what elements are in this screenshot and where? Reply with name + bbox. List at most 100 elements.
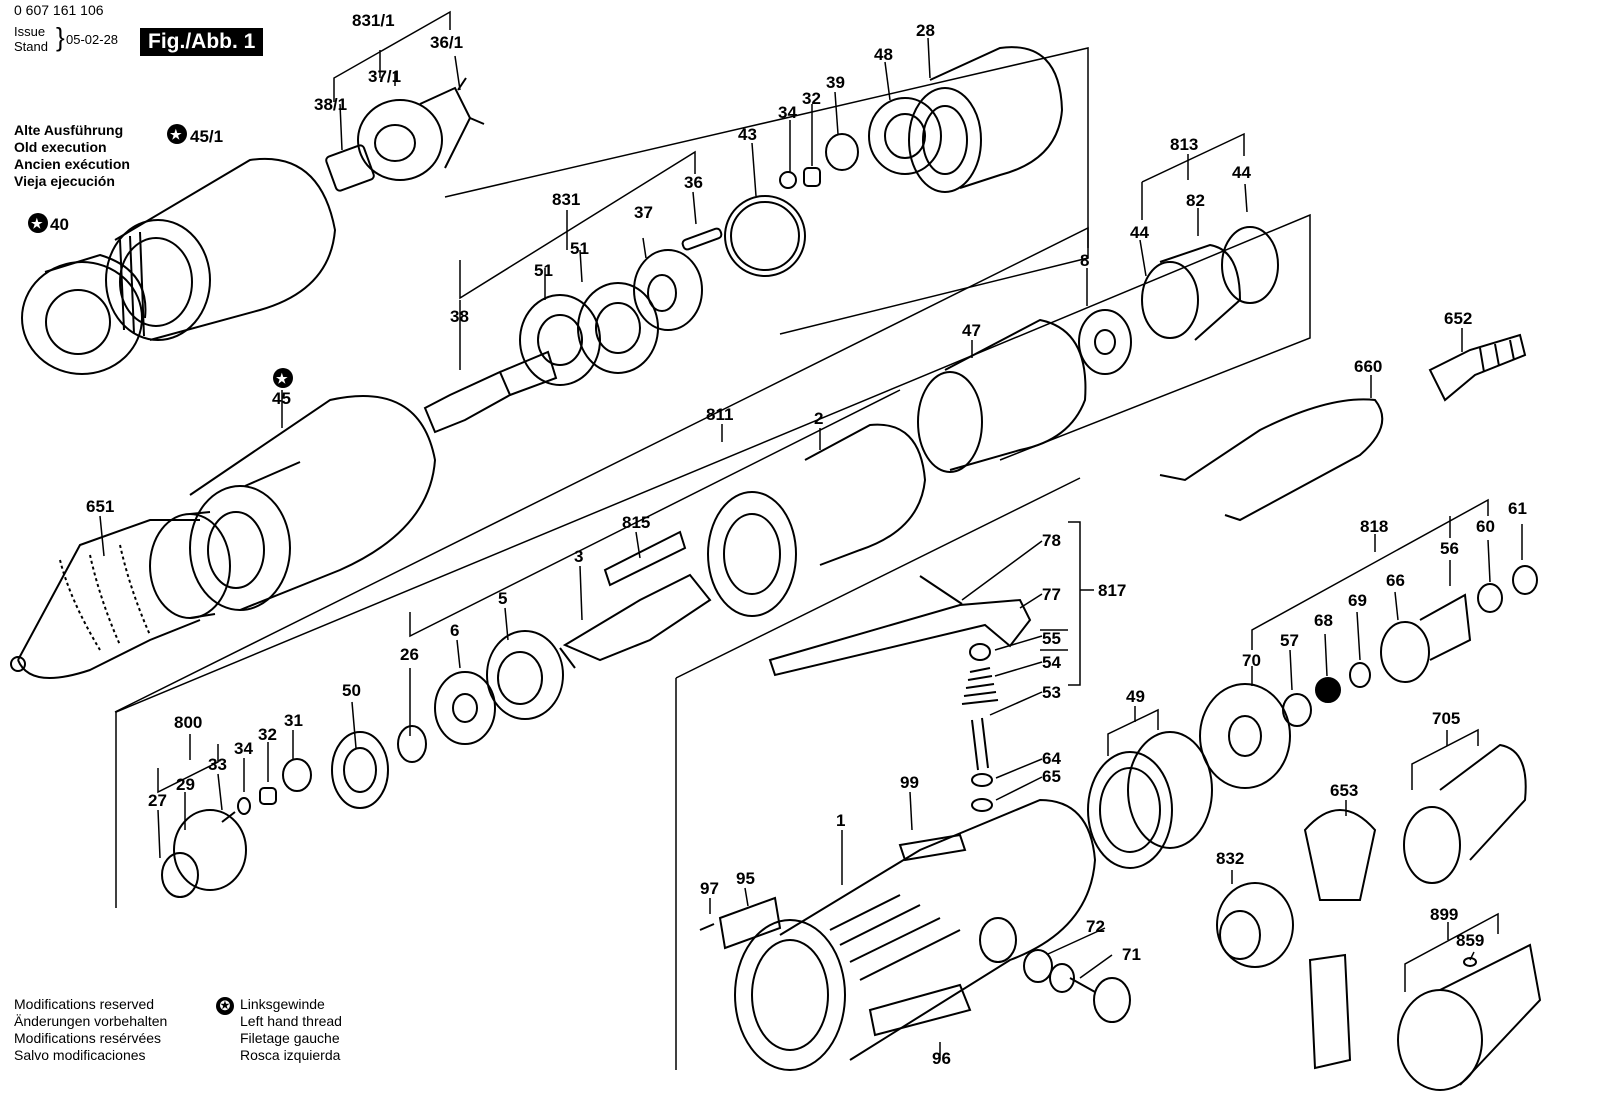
main-housing [734, 798, 1097, 1071]
stand-label: Stand [14, 39, 48, 54]
part-label: 68 [1314, 611, 1333, 630]
part-label: 56 [1440, 539, 1459, 558]
gear-planet-group-top [724, 46, 1064, 277]
old-execution-fr: Ancien exécution [14, 156, 130, 172]
part-label: 51 [570, 239, 589, 258]
star-circle-icon: ★ [273, 368, 293, 388]
part-label: 26 [400, 645, 419, 664]
old-execution-de: Alte Ausführung [14, 122, 124, 138]
part-label: 859 [1456, 931, 1484, 950]
part-label: 5 [498, 589, 507, 608]
part-label: 817 [1098, 581, 1126, 600]
planet-carrier-group [161, 731, 389, 898]
part-label: 65 [1042, 767, 1061, 786]
front-bearing-group [397, 630, 564, 763]
motor-group [707, 318, 1087, 617]
part-label: 27 [148, 791, 167, 810]
part-label: 37/1 [368, 67, 401, 86]
part-label: 32 [258, 725, 277, 744]
part-number-labels: 831/1 36/1 37/1 38/1 45/1 40 28 48 39 32… [50, 11, 1527, 1068]
modifications-fr: Modifications resérvées [14, 1030, 162, 1046]
chuck [10, 511, 231, 679]
part-label: 60 [1476, 517, 1495, 536]
part-label: 64 [1042, 749, 1061, 768]
nameplate-and-plug [699, 896, 1131, 1023]
modifications-en: Modifications reserved [14, 996, 155, 1012]
part-label: 77 [1042, 585, 1061, 604]
part-label: 55 [1042, 629, 1061, 648]
figure-label: Fig./Abb. 1 [140, 28, 264, 56]
part-label: 2 [814, 409, 823, 428]
part-label: 815 [622, 513, 650, 532]
part-label: 651 [86, 497, 114, 516]
frame-outline-top [444, 47, 1089, 335]
left-hand-thread-en: Left hand thread [240, 1013, 342, 1029]
part-label: 61 [1508, 499, 1527, 518]
part-label: 28 [916, 21, 935, 40]
part-label: 36/1 [430, 33, 463, 52]
part-label: 36 [684, 173, 703, 192]
svg-text:★: ★ [276, 371, 288, 386]
part-label: 57 [1280, 631, 1299, 650]
issue-stand-label: Issue Stand [14, 24, 48, 54]
left-hand-thread-legend: Linksgewinde Left hand thread Filetage g… [240, 996, 342, 1064]
svg-text:★: ★ [31, 216, 43, 231]
star-circle-icon: ★ [167, 124, 187, 144]
part-label: 48 [874, 45, 893, 64]
old-execution-en: Old execution [14, 139, 107, 155]
part-label: 71 [1122, 945, 1141, 964]
throttle-valve-group [768, 575, 1032, 812]
part-label: 40 [50, 215, 69, 234]
star-circle-icon: ★ [28, 213, 48, 233]
part-label: 95 [736, 869, 755, 888]
housing-old [21, 157, 337, 375]
coupling-group [1078, 226, 1279, 375]
part-label: 38 [450, 307, 469, 326]
left-hand-thread-es: Rosca izquierda [240, 1047, 341, 1063]
part-label: 652 [1444, 309, 1472, 328]
part-label: 72 [1086, 917, 1105, 936]
part-label: 53 [1042, 683, 1061, 702]
part-label: 96 [932, 1049, 951, 1068]
part-label: 34 [234, 739, 253, 758]
part-label: 3 [574, 547, 583, 566]
leader-lines [99, 10, 1523, 1056]
left-hand-thread-fr: Filetage gauche [240, 1030, 340, 1046]
accessory-group [1216, 743, 1542, 1091]
part-label: 818 [1360, 517, 1388, 536]
part-label: 32 [802, 89, 821, 108]
star-circle-icon: ✪ [216, 997, 234, 1015]
part-label: 33 [208, 755, 227, 774]
part-label: 82 [1186, 191, 1205, 210]
part-label: 37 [634, 203, 653, 222]
part-label: 78 [1042, 531, 1061, 550]
spindle-assembly-old [325, 77, 485, 192]
part-label: 43 [738, 125, 757, 144]
part-label: 70 [1242, 651, 1261, 670]
part-label: 44 [1232, 163, 1251, 182]
part-label: 8 [1080, 251, 1089, 270]
part-label: 899 [1430, 905, 1458, 924]
part-label: 31 [284, 711, 303, 730]
rotor-group [559, 530, 712, 669]
part-label: 47 [962, 321, 981, 340]
exhaust-group [1087, 565, 1538, 869]
part-label: 51 [534, 261, 553, 280]
frame-outline-diag [675, 477, 1081, 679]
part-label: 39 [826, 73, 845, 92]
housing [189, 395, 437, 611]
left-hand-thread-markers: ★ ★ ★ [28, 124, 293, 388]
part-label: 6 [450, 621, 459, 640]
part-label: 34 [778, 103, 797, 122]
part-label: 813 [1170, 135, 1198, 154]
part-label: 831/1 [352, 11, 395, 30]
part-label: 49 [1126, 687, 1145, 706]
part-label: 44 [1130, 223, 1149, 242]
old-execution-legend: Alte Ausführung Old execution Ancien exé… [14, 122, 130, 190]
modifications-notice: Modifications reserved Änderungen vorbeh… [14, 996, 167, 1064]
old-execution-es: Vieja ejecución [14, 173, 115, 189]
part-label: 660 [1354, 357, 1382, 376]
modifications-es: Salvo modificaciones [14, 1047, 146, 1063]
part-label: 99 [900, 773, 919, 792]
svg-text:★: ★ [170, 127, 182, 142]
